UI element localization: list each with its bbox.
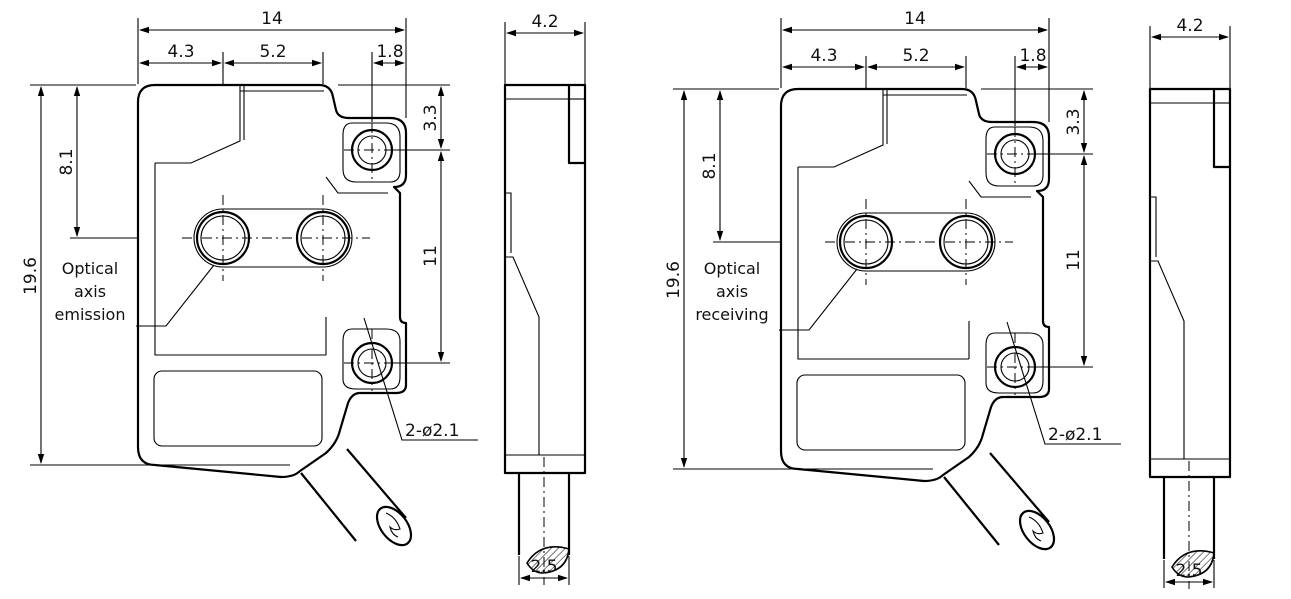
- dimension-lines-emitter: [30, 18, 478, 466]
- callout-line-3: emission: [55, 305, 126, 324]
- callout-receiving: Optical axis receiving: [695, 259, 768, 324]
- dim-axis-offset: 4.3: [167, 42, 194, 62]
- dim-hole-offset: 1.8: [1019, 46, 1046, 66]
- dim-axis-height: 8.1: [700, 152, 720, 179]
- side-view-receiver: [1148, 87, 1232, 591]
- dim-axis-height: 8.1: [57, 148, 77, 175]
- dim-holes: 2-ø2.1: [405, 421, 459, 441]
- dim-axis-spacing: 5.2: [902, 46, 929, 66]
- side-dimensions-emitter: 4.2 2.5: [504, 12, 586, 585]
- dimension-labels-receiver: 14 4.3 5.2 1.8 3.3 11 8.1 19.6 2-ø2.1: [664, 9, 1102, 445]
- dim-width-total: 14: [904, 9, 926, 29]
- dim-hole-top: 3.3: [421, 104, 441, 131]
- dim-hole-spacing: 11: [1064, 249, 1084, 271]
- dim-height-total: 19.6: [21, 257, 41, 295]
- side-view-emitter: [503, 83, 587, 587]
- dimension-labels-emitter: 14 4.3 5.2 1.8 3.3 11 8.1 19.6 2-ø2.1: [21, 9, 459, 441]
- callout-line-1: Optical: [704, 259, 761, 278]
- callout-line-3: receiving: [695, 305, 768, 324]
- dim-hole-spacing: 11: [421, 245, 441, 267]
- dim-hole-offset: 1.8: [376, 42, 403, 62]
- dim-height-total: 19.6: [664, 261, 684, 299]
- dim-hole-top: 3.3: [1064, 108, 1084, 135]
- dim-holes: 2-ø2.1: [1048, 425, 1102, 445]
- dim-width-total: 14: [261, 9, 283, 29]
- dim-axis-offset: 4.3: [810, 46, 837, 66]
- callout-emission: Optical axis emission: [55, 259, 126, 324]
- side-dimensions-receiver: 4.2 2.5: [1149, 16, 1231, 588]
- callout-line-2: axis: [74, 282, 106, 301]
- callout-line-2: axis: [716, 282, 748, 301]
- dim-axis-spacing: 5.2: [259, 42, 286, 62]
- callout-line-1: Optical: [62, 259, 119, 278]
- dim-thickness: 4.2: [1176, 16, 1203, 36]
- dim-cable: 2.5: [1175, 561, 1202, 581]
- dim-thickness: 4.2: [531, 12, 558, 32]
- dimension-lines-receiver: [673, 18, 1121, 470]
- front-view-emitter: [136, 83, 419, 553]
- dim-cable: 2.5: [530, 557, 557, 577]
- front-view-receiver: [779, 87, 1062, 557]
